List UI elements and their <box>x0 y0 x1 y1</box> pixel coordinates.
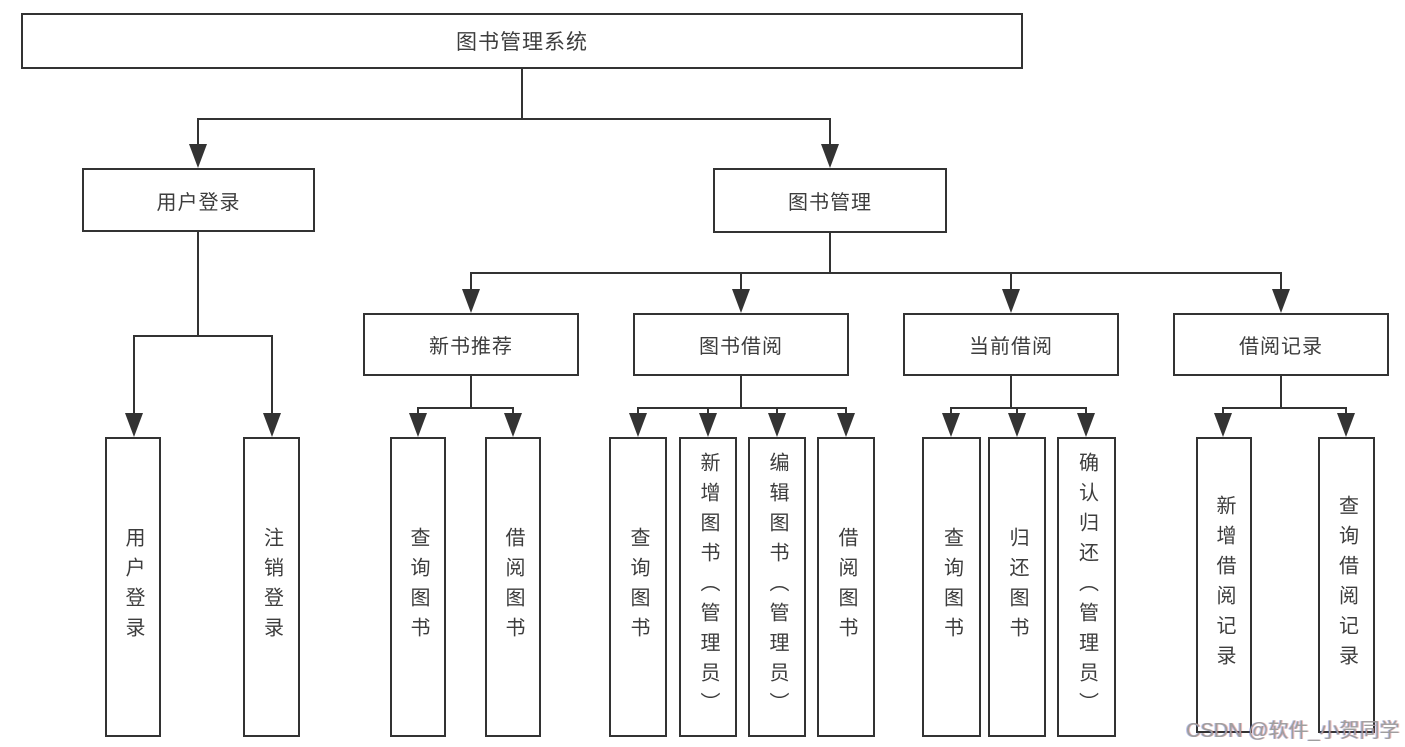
arrow-down-icon <box>629 413 647 437</box>
arrow-down-icon <box>732 289 750 313</box>
connector-drop <box>417 407 419 415</box>
node-new-book-recommendation: 新书推荐 <box>363 313 579 376</box>
node-borrowing-records: 借阅记录 <box>1173 313 1389 376</box>
connector-user-login-stem <box>197 232 199 335</box>
connector-drop <box>707 407 709 415</box>
node-query-borrow-record: 查询借阅记录 <box>1318 437 1375 733</box>
node-label: 图书借阅 <box>699 336 783 358</box>
connector-root-branch <box>197 118 831 120</box>
arrow-down-icon <box>837 413 855 437</box>
node-query-books-recommend: 查询图书 <box>390 437 446 737</box>
connector-drop <box>950 407 952 415</box>
node-label: 查询图书 <box>407 527 429 647</box>
node-add-books-admin: 新增图书（管理员） <box>679 437 737 737</box>
connector-drop <box>1222 407 1224 415</box>
node-label: 编辑图书（管理员） <box>766 452 788 722</box>
arrow-down-icon <box>1002 289 1020 313</box>
arrow-down-icon <box>263 413 281 437</box>
connector-drop-current-borrowing <box>1010 272 1012 291</box>
node-label: 新增图书（管理员） <box>697 452 719 722</box>
node-add-borrow-record: 新增借阅记录 <box>1196 437 1252 733</box>
node-label: 图书管理 <box>788 192 872 214</box>
connector-book-management-stem <box>829 233 831 274</box>
connector-book-borrowing-branch <box>637 407 847 409</box>
arrow-down-icon <box>1214 413 1232 437</box>
connector-user-login-branch <box>133 335 273 337</box>
node-logout-action: 注销登录 <box>243 437 300 737</box>
node-edit-books-admin: 编辑图书（管理员） <box>748 437 806 737</box>
connector-drop-book-borrowing <box>740 272 742 291</box>
node-borrow-books-action: 借阅图书 <box>817 437 875 737</box>
connector-drop <box>845 407 847 415</box>
node-label: 查询图书 <box>940 527 963 647</box>
node-label: 借阅图书 <box>502 527 524 647</box>
connector-drop-borrowing-records <box>1280 272 1282 291</box>
connector-drop-new-book <box>470 272 472 291</box>
node-label: 当前借阅 <box>969 336 1053 358</box>
node-user-login: 用户登录 <box>82 168 315 232</box>
arrow-down-icon <box>409 413 427 437</box>
connector-book-borrowing-stem <box>740 376 742 409</box>
node-user-login-action: 用户登录 <box>105 437 161 737</box>
connector-current-borrowing-branch <box>950 407 1087 409</box>
connector-new-book-stem <box>470 376 472 409</box>
node-query-books-borrowing: 查询图书 <box>609 437 667 737</box>
node-label: 归还图书 <box>1006 527 1028 647</box>
connector-drop <box>1345 407 1347 415</box>
node-label: 查询图书 <box>627 527 649 647</box>
node-label: 用户登录 <box>122 527 144 647</box>
node-label: 新书推荐 <box>429 336 513 358</box>
arrow-down-icon <box>1272 289 1290 313</box>
node-library-management-system: 图书管理系统 <box>21 13 1023 69</box>
arrow-down-icon <box>462 289 480 313</box>
node-current-borrowing: 当前借阅 <box>903 313 1119 376</box>
node-book-borrowing: 图书借阅 <box>633 313 849 376</box>
connector-drop <box>1085 407 1087 415</box>
node-label: 确认归还（管理员） <box>1075 452 1098 722</box>
connector-drop-user-login-action <box>133 335 135 415</box>
connector-drop <box>776 407 778 415</box>
connector-drop <box>1016 407 1018 415</box>
node-label: 查询借阅记录 <box>1335 495 1358 675</box>
arrow-down-icon <box>125 413 143 437</box>
node-label: 注销登录 <box>260 527 283 647</box>
connector-drop-book-management <box>829 118 831 146</box>
arrow-down-icon <box>1337 413 1355 437</box>
arrow-down-icon <box>1008 413 1026 437</box>
arrow-down-icon <box>1077 413 1095 437</box>
node-book-management: 图书管理 <box>713 168 947 233</box>
arrow-down-icon <box>821 144 839 168</box>
node-confirm-return-admin: 确认归还（管理员） <box>1057 437 1116 737</box>
node-label: 用户登录 <box>156 191 241 214</box>
arrow-down-icon <box>942 413 960 437</box>
arrow-down-icon <box>189 144 207 168</box>
arrow-down-icon <box>768 413 786 437</box>
connector-current-borrowing-stem <box>1010 376 1012 409</box>
node-borrow-books-recommend: 借阅图书 <box>485 437 541 737</box>
arrow-down-icon <box>504 413 522 437</box>
arrow-down-icon <box>699 413 717 437</box>
connector-new-book-branch <box>417 407 514 409</box>
connector-root-stem <box>521 69 523 118</box>
node-return-books: 归还图书 <box>988 437 1046 737</box>
node-query-books-current: 查询图书 <box>922 437 981 737</box>
connector-drop <box>637 407 639 415</box>
connector-drop-logout <box>271 335 273 415</box>
watermark: CSDN @软件_小贺同学 <box>1186 720 1400 742</box>
node-label: 新增借阅记录 <box>1213 495 1235 675</box>
node-label: 图书管理系统 <box>456 31 588 54</box>
connector-borrowing-records-stem <box>1280 376 1282 409</box>
connector-drop <box>512 407 514 415</box>
connector-borrowing-records-branch <box>1222 407 1346 409</box>
node-label: 借阅图书 <box>835 527 857 647</box>
node-label: 借阅记录 <box>1239 336 1323 358</box>
connector-book-management-branch <box>470 272 1282 274</box>
connector-drop-user-login <box>197 118 199 146</box>
